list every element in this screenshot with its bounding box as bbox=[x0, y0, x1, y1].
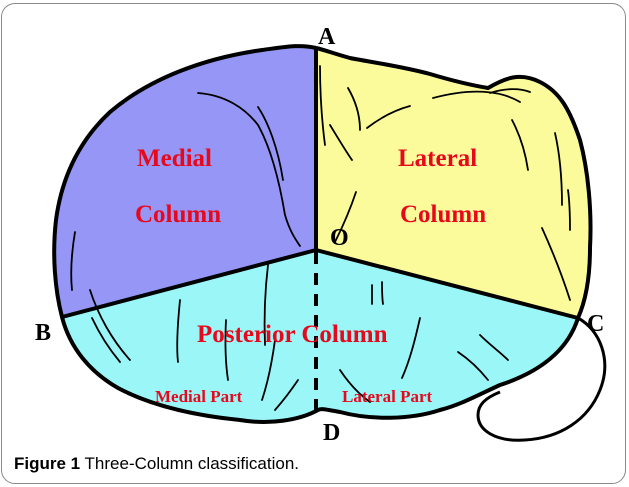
posterior-column-label: Posterior Column bbox=[197, 321, 388, 348]
figure-caption-text: Three-Column classification. bbox=[80, 454, 299, 473]
medial-part-label: Medial Part bbox=[155, 387, 243, 406]
point-b-label: B bbox=[35, 320, 51, 346]
medial-column-label-line2: Column bbox=[135, 201, 221, 228]
lateral-column-label-line1: Lateral bbox=[398, 145, 477, 172]
medial-column-label-line1: Medial bbox=[137, 145, 212, 172]
point-a-label: A bbox=[318, 24, 336, 50]
figure-caption-label: Figure 1 bbox=[14, 454, 80, 473]
lateral-column-label-line2: Column bbox=[400, 201, 486, 228]
figure-caption: Figure 1 Three-Column classification. bbox=[14, 454, 299, 474]
point-c-label: C bbox=[587, 311, 604, 337]
point-d-label: D bbox=[323, 420, 340, 446]
lateral-part-label: Lateral Part bbox=[342, 387, 432, 406]
point-o-label: O bbox=[330, 225, 349, 251]
